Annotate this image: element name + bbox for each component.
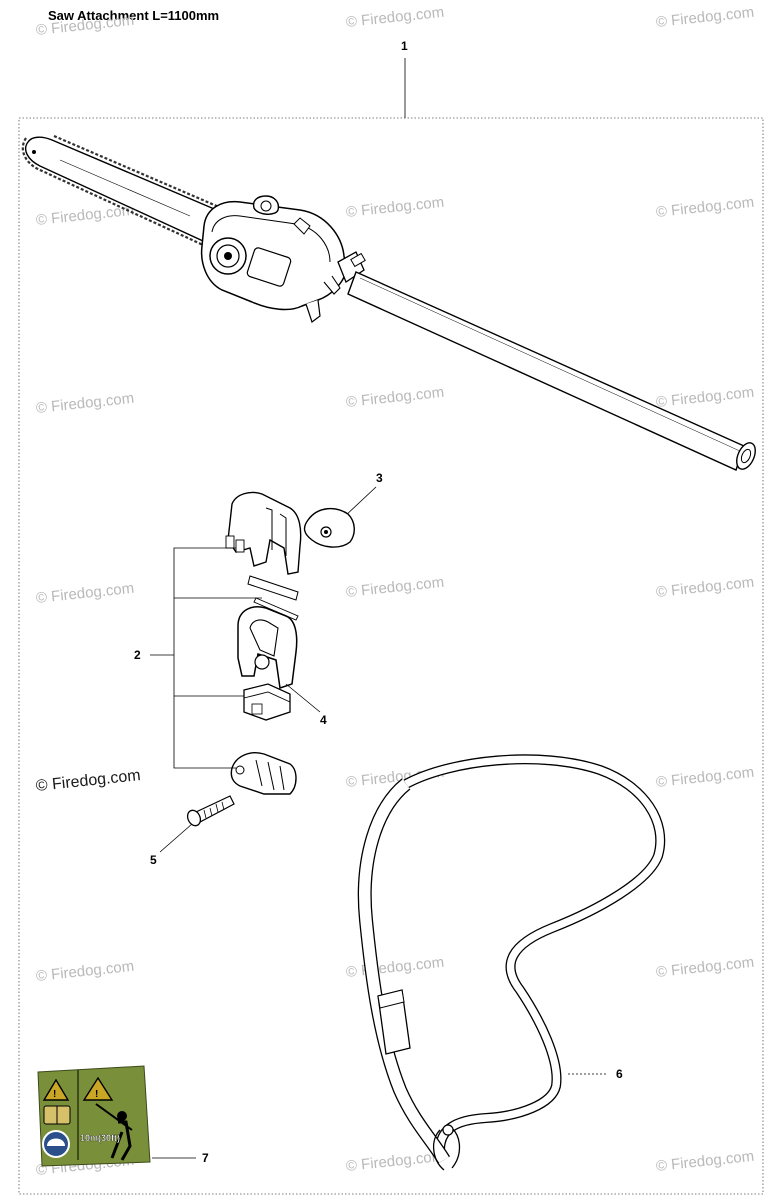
svg-text:!: !: [95, 1089, 98, 1100]
bracket-2: [150, 547, 262, 769]
harness-strap-part-6: [357, 754, 666, 1171]
knob-part-3: [303, 507, 355, 548]
diagram-title: Saw Attachment L=1100mm: [48, 8, 220, 23]
distance-label: 10m(30ft): [80, 1133, 120, 1143]
warning-triangle-icon: [42, 1078, 70, 1101]
clamp-insert: [243, 683, 291, 721]
shackle-part-4: [237, 606, 298, 689]
gear-head-housing: [200, 195, 347, 323]
clamp-lower-part: [230, 752, 297, 795]
callout-7: 7: [202, 1151, 209, 1165]
callout-3: 3: [376, 471, 383, 485]
callout-2: 2: [134, 648, 141, 662]
shaft-tube: [337, 251, 756, 471]
screw-part-5: [186, 795, 235, 827]
leader-5: [159, 823, 193, 853]
callout-5: 5: [150, 853, 157, 867]
callout-1: 1: [401, 39, 408, 53]
operator-figure-icon: [117, 1111, 127, 1121]
guide-bar-and-chain: [21, 134, 227, 251]
clamp-upper-part: [225, 491, 302, 575]
leader-3: [343, 486, 377, 518]
leader-4: [285, 683, 321, 713]
shim-plate: [253, 597, 299, 621]
assembly-frame: [18, 117, 764, 1195]
warning-decal-part-7: ! ! 10m(30ft): [37, 1065, 151, 1167]
callout-4: 4: [320, 713, 327, 727]
callout-6: 6: [616, 1067, 623, 1081]
spacer-plate: [247, 575, 299, 601]
svg-text:!: !: [53, 1089, 56, 1100]
warning-triangle-icon: [82, 1076, 114, 1101]
